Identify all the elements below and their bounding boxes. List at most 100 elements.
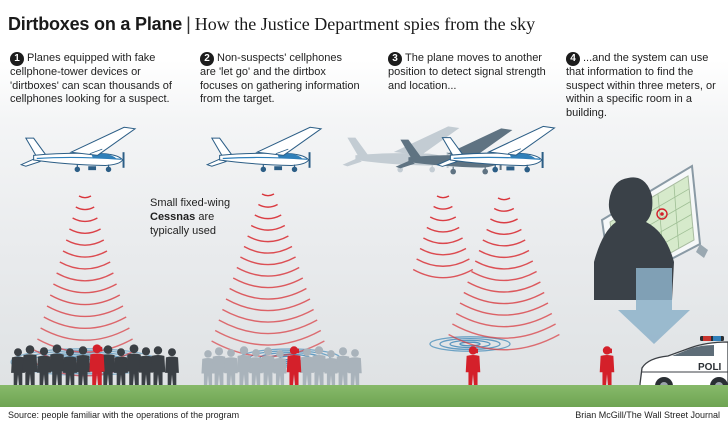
signal-arc — [232, 277, 304, 289]
screen-stand — [696, 244, 708, 258]
crowd-person — [126, 344, 142, 385]
person-head — [78, 346, 88, 355]
person-head — [92, 344, 102, 354]
person-body — [324, 358, 338, 385]
map-grid-line — [673, 185, 680, 249]
signal-arc — [56, 272, 114, 282]
signal-arc — [426, 226, 460, 233]
car-label: POLI — [698, 362, 722, 373]
suspect-person-4 — [599, 346, 615, 385]
car-window — [672, 345, 714, 356]
plane-tail — [347, 137, 369, 157]
signal-arc — [448, 333, 560, 351]
signal-arc — [455, 312, 553, 328]
crowd-person — [114, 348, 128, 385]
person-head — [39, 347, 49, 356]
person-head — [602, 346, 612, 355]
signal-arc — [482, 239, 526, 247]
person-head — [66, 348, 74, 357]
title-separator: | — [186, 14, 191, 34]
suspect-person-2 — [286, 346, 302, 385]
person-head — [214, 347, 224, 356]
target-dot — [660, 212, 664, 216]
person-body — [49, 353, 65, 385]
signal-arc — [72, 217, 98, 223]
down-arrow-icon — [618, 268, 690, 344]
note-prefix: Small fixed-wing — [150, 197, 231, 209]
target-marker-icon — [656, 208, 668, 220]
person-head — [141, 347, 151, 356]
faded-crowd-person — [324, 350, 338, 385]
plane-strut — [89, 148, 103, 155]
panel-3-ground-rings — [429, 336, 511, 352]
person-body — [260, 355, 276, 385]
signal-arcs-layer — [30, 193, 560, 377]
page-subtitle: How the Justice Department spies from th… — [194, 14, 536, 34]
person-body — [89, 353, 105, 385]
faded-crowd-person — [224, 349, 238, 385]
ground-ring — [459, 341, 481, 347]
person-body — [300, 356, 314, 385]
step-3-number: 3 — [388, 52, 402, 66]
plane-strut — [507, 148, 521, 154]
signal-arc — [258, 203, 278, 208]
person-body — [100, 354, 116, 385]
faded-crowd-person — [260, 347, 276, 385]
step-3-description: The plane moves to another position to d… — [388, 52, 546, 92]
faded-crowd-person — [300, 348, 314, 385]
signal-arc — [429, 216, 457, 222]
step-4-description: ...and the system can use that informati… — [566, 52, 716, 119]
faded-crowd-person — [211, 347, 227, 385]
plane-wheel — [105, 166, 112, 173]
person-head — [252, 349, 260, 357]
note-bold: Cessnas — [150, 211, 196, 223]
crowd-person — [138, 347, 154, 385]
signal-arc — [214, 329, 322, 346]
crowd-person — [11, 348, 25, 385]
signal-arc — [416, 258, 470, 267]
plane-wheel — [260, 166, 267, 173]
plane-propeller — [308, 152, 311, 168]
phone-icon — [609, 348, 612, 354]
signal-arc — [49, 294, 121, 306]
person-head — [239, 346, 249, 355]
signal-arc — [474, 260, 534, 270]
panel-3-signal-arcs-b — [448, 197, 560, 351]
signal-arc — [412, 268, 474, 279]
headline: Dirtboxes on a Plane|How the Justice Dep… — [8, 14, 535, 40]
signal-arc — [497, 197, 511, 201]
signal-arc — [436, 195, 450, 199]
signal-arc — [463, 291, 545, 305]
crowd-person — [36, 347, 52, 385]
plane-stripe — [36, 156, 122, 160]
plane-wheel — [291, 166, 298, 173]
plane-wheel — [429, 166, 435, 173]
crowd-person — [49, 344, 65, 385]
signal-arc — [222, 308, 314, 323]
signal-arc — [240, 256, 296, 266]
faded-crowd-person — [236, 346, 252, 385]
signal-arc — [471, 270, 537, 282]
signal-arc — [46, 305, 124, 318]
page-title: Dirtboxes on a Plane — [8, 14, 183, 34]
signal-arc — [218, 319, 318, 335]
source-note: Source: people familiar with the operati… — [8, 410, 240, 420]
person-head — [303, 348, 311, 357]
signal-arc — [419, 247, 467, 256]
person-head — [103, 345, 113, 354]
person-head — [314, 346, 324, 355]
signal-arc — [75, 206, 95, 211]
phone-icon — [296, 348, 299, 354]
person-body — [22, 354, 38, 385]
signal-arc — [40, 327, 130, 341]
person-head — [129, 344, 139, 354]
person-head — [227, 349, 235, 357]
plane-shadows-layer — [342, 126, 513, 175]
footer-bar — [0, 407, 728, 430]
dirtbox-device — [274, 166, 283, 171]
plane-wheel — [524, 166, 530, 173]
person-body — [348, 357, 362, 385]
